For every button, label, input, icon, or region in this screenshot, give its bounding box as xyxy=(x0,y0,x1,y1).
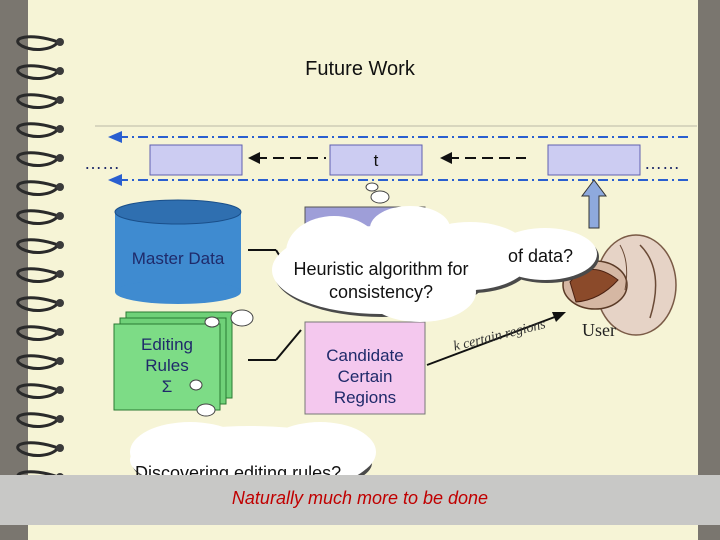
bubble-dot xyxy=(230,309,254,327)
editing-rules-label: Editing Rules Σ xyxy=(114,334,220,397)
bubble-dot xyxy=(196,403,216,417)
binding-ring xyxy=(16,180,64,196)
binding-ring xyxy=(16,354,64,370)
binding-ring xyxy=(16,35,64,51)
top-arrow-head xyxy=(108,131,122,143)
up-arrow-user xyxy=(581,179,607,229)
binding-ring xyxy=(16,151,64,167)
binding-ring xyxy=(16,325,64,341)
k-regions-arrow-head xyxy=(552,312,566,322)
binding-ring xyxy=(16,64,64,80)
top-dots-right: …… xyxy=(644,153,680,173)
binding-ring xyxy=(16,209,64,225)
bubble-dot xyxy=(370,190,390,204)
flow-box-middle xyxy=(329,144,423,176)
connector-diag-2 xyxy=(275,329,302,361)
binding-ring xyxy=(16,412,64,428)
master-data-cylinder xyxy=(114,199,242,304)
dashed-arrow-2-head xyxy=(440,152,452,164)
bubble-dot xyxy=(365,182,379,192)
bubble-dot xyxy=(189,379,203,391)
binding-ring xyxy=(16,238,64,254)
binding-ring xyxy=(16,383,64,399)
binding-ring xyxy=(16,267,64,283)
t-label: t xyxy=(373,151,379,170)
dashed-arrow-1-head xyxy=(248,152,260,164)
data-bubble-text: of data? xyxy=(508,246,574,266)
sigma-symbol: Σ xyxy=(161,377,173,396)
bubble-dot xyxy=(204,316,220,328)
binding-ring xyxy=(16,122,64,138)
heuristic-bubble-text: Heuristic algorithm for consistency? xyxy=(293,259,469,302)
candidate-box xyxy=(304,321,426,415)
binding-ring xyxy=(16,296,64,312)
editing-rules-text: Editing Rules xyxy=(141,335,193,375)
flow-box-left xyxy=(149,144,243,176)
slide-title: Future Work xyxy=(305,58,415,80)
candidate-label: Candidate Certain Regions xyxy=(326,345,404,407)
k-regions-arrow xyxy=(426,314,561,366)
footer-text: Naturally much more to be done xyxy=(231,488,489,508)
binding-ring xyxy=(16,441,64,457)
bottom-arrow-head xyxy=(108,174,122,186)
top-dots-left: …… xyxy=(84,153,120,173)
binding-ring xyxy=(16,93,64,109)
flow-box-right xyxy=(547,144,641,176)
heuristic-bubble xyxy=(272,206,599,322)
user-label: User xyxy=(582,320,616,340)
master-data-label: Master Data xyxy=(131,248,225,268)
footer-band xyxy=(0,475,720,525)
